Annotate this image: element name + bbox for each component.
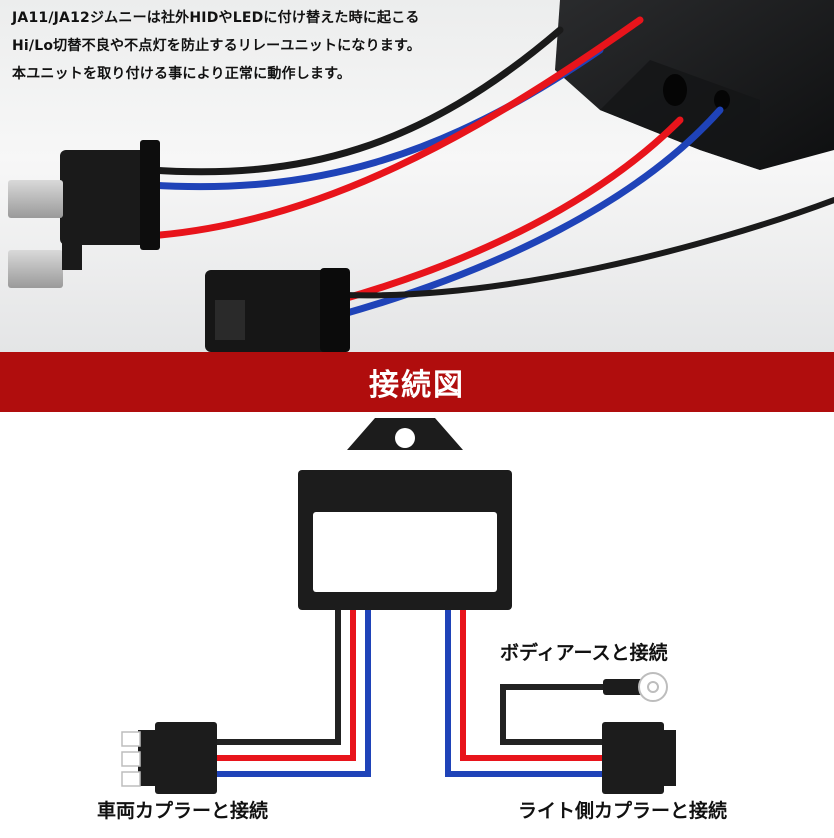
vehicle-coupler-label: 車両カプラーと接続 — [97, 800, 269, 822]
product-photo: JA11/JA12ジムニーは社外HIDやLEDに付け替えた時に起こる Hi/Lo… — [0, 0, 834, 352]
intro-line-3: 本ユニットを取り付ける事により正常に動作します。 — [12, 66, 352, 82]
relay-box — [555, 0, 834, 170]
light-coupler-icon — [602, 722, 676, 794]
right-wire-bundle — [445, 610, 604, 777]
photo-h4-socket — [205, 268, 350, 352]
intro-line-1: JA11/JA12ジムニーは社外HIDやLEDに付け替えた時に起こる — [12, 10, 420, 26]
banner-title: 接続図 — [369, 368, 465, 403]
section-banner: 接続図 — [0, 352, 834, 412]
relay-unit-photo-illustration — [8, 0, 834, 352]
vehicle-coupler-icon — [121, 722, 217, 794]
relay-unit-icon — [298, 418, 512, 610]
wiring-diagram-svg — [121, 418, 676, 794]
photo-wires — [146, 16, 834, 319]
photo-h4-plug — [8, 140, 160, 288]
ground-terminal-icon — [603, 672, 668, 702]
wiring-diagram: ボディアースと接続 車両カプラーと接続 ライト側カプラーと接続 — [0, 412, 834, 834]
left-wire-bundle — [215, 610, 371, 777]
ground-wire — [500, 684, 610, 745]
body-ground-label: ボディアースと接続 — [500, 642, 668, 664]
intro-line-2: Hi/Lo切替不良や不点灯を防止するリレーユニットになります。 — [12, 38, 421, 54]
intro-text: JA11/JA12ジムニーは社外HIDやLEDに付け替えた時に起こる Hi/Lo… — [12, 8, 421, 92]
light-coupler-label: ライト側カプラーと接続 — [518, 800, 728, 822]
